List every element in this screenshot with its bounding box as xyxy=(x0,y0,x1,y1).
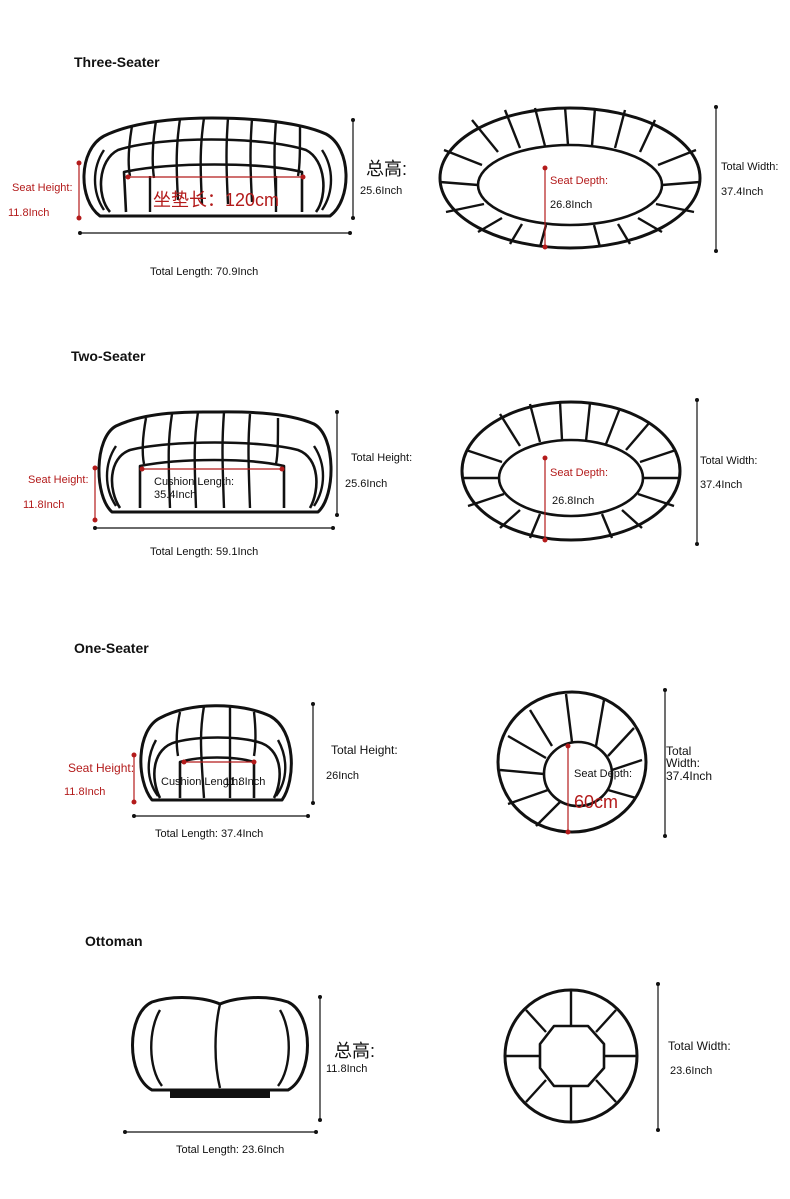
total-height-value: 26Inch xyxy=(326,770,360,782)
three-seater-top-dimension-lines xyxy=(542,105,718,253)
section-title-two-seater: Two-Seater xyxy=(71,348,146,364)
total-height-label: 总高: xyxy=(334,1041,376,1061)
seat-depth-label: Seat Depth: xyxy=(550,467,609,479)
two-seater-top-view xyxy=(460,400,682,542)
total-width-value: 37.4Inch xyxy=(700,479,743,491)
seat-height-label: Seat Height: xyxy=(68,761,135,775)
seat-height-value: 11.8Inch xyxy=(8,207,50,219)
one-seater-top-dimension-lines xyxy=(565,688,667,838)
seat-height-value: 11.8Inch xyxy=(64,786,106,798)
one-seater-dimension-lines xyxy=(131,702,315,818)
total-length-label: Total Length: 70.9Inch xyxy=(150,266,259,278)
cushion-length-label: Cushion Length: xyxy=(154,476,235,488)
total-width-value: 23.6Inch xyxy=(670,1065,713,1077)
total-height-value: 25.6Inch xyxy=(360,185,403,197)
total-width-value: 37.4Inch xyxy=(721,186,764,198)
three-seater-dimension-lines xyxy=(76,118,355,235)
total-height-value: 11.8Inch xyxy=(326,1063,368,1075)
total-height-label: Total Height: xyxy=(351,452,413,464)
three-seater-top-view xyxy=(438,106,702,250)
total-width-label: Total Width: xyxy=(666,744,701,770)
seat-depth-value: 60cm xyxy=(574,792,619,812)
ottoman-top-dimension-lines xyxy=(656,982,660,1132)
seat-depth-value: 26.8Inch xyxy=(552,495,595,507)
cushion-length-label: Cushion Length: xyxy=(161,776,242,788)
total-height-label: 总高: xyxy=(366,159,408,179)
seat-height-label: Seat Height: xyxy=(28,474,89,486)
total-width-label: Total Width: xyxy=(721,161,779,173)
ottoman-dimension-lines xyxy=(123,995,322,1134)
total-length-label: Total Length: 37.4Inch xyxy=(155,828,264,840)
total-length-label: Total Length: 23.6Inch xyxy=(176,1144,285,1156)
total-width-value: 37.4Inch xyxy=(666,769,713,783)
total-width-label: Total Width: xyxy=(700,455,758,467)
seat-height-label: Seat Height: xyxy=(12,182,73,194)
total-length-label: Total Length: 59.1Inch xyxy=(150,546,259,558)
one-seater-front-view xyxy=(139,704,293,802)
three-seater-front-view xyxy=(82,116,348,218)
total-height-value: 25.6Inch xyxy=(345,478,388,490)
cushion-length-value: 11.8Inch xyxy=(224,776,266,788)
section-title-one-seater: One-Seater xyxy=(74,640,149,656)
seat-height-value: 11.8Inch xyxy=(23,499,65,511)
one-seater-top-view xyxy=(496,690,648,834)
total-width-label: Total Width: xyxy=(668,1039,731,1053)
ottoman-top-view xyxy=(503,988,639,1124)
two-seater-dimension-lines xyxy=(92,410,339,530)
seat-depth-label: Seat Depth: xyxy=(550,175,609,187)
ottoman-front-view xyxy=(131,996,309,1098)
cushion-length-value: 35.4Inch xyxy=(154,489,197,501)
seat-depth-value: 26.8Inch xyxy=(550,199,593,211)
cushion-length-label: 坐垫长：120cm xyxy=(153,190,280,210)
two-seater-top-dimension-lines xyxy=(542,398,699,546)
seat-depth-label: Seat Depth: xyxy=(574,768,633,780)
two-seater-front-view xyxy=(97,410,333,514)
section-title-ottoman: Ottoman xyxy=(85,933,143,949)
total-height-label: Total Height: xyxy=(331,743,398,757)
section-title-three-seater: Three-Seater xyxy=(74,54,160,70)
